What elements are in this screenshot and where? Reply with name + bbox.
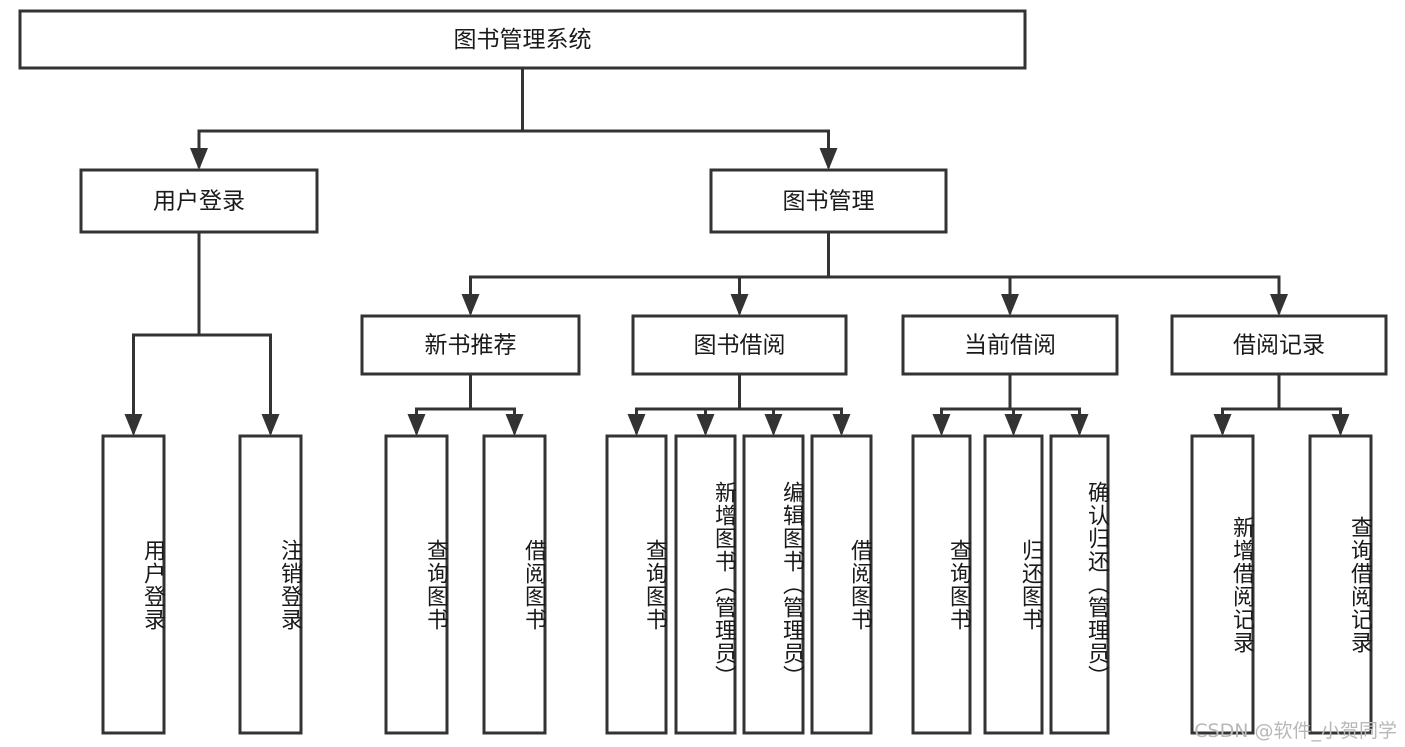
- node-新书推荐-box[interactable]: [360, 314, 581, 376]
- node-查询借阅记录-box[interactable]: [1308, 434, 1373, 735]
- node-用户登录-label: 用户登录: [153, 189, 245, 215]
- arrow-head-icon: [832, 414, 851, 436]
- node-编辑图书管理员-box[interactable]: [742, 434, 805, 735]
- node-归还图书-box[interactable]: [983, 434, 1044, 735]
- arrow-head-icon: [1001, 294, 1019, 316]
- csdn-watermark: CSDN @软件_小贺同学: [1194, 720, 1397, 742]
- arrow-head-icon: [407, 414, 426, 436]
- node-确认归还管理员-box[interactable]: [1049, 434, 1110, 735]
- node-图书管理系统-box[interactable]: [18, 9, 1027, 70]
- node-新增图书管理员-box[interactable]: [674, 434, 737, 735]
- node-借阅图书-box[interactable]: [482, 434, 547, 735]
- arrow-head-icon: [764, 414, 783, 436]
- arrow-head-icon: [1004, 414, 1023, 436]
- node-借阅图书-box[interactable]: [810, 434, 873, 735]
- arrow-head-icon: [261, 414, 280, 436]
- node-图书借阅-label: 图书借阅: [694, 333, 786, 359]
- arrow-head-icon: [190, 148, 208, 170]
- boxes-layer: [18, 9, 1388, 735]
- arrow-head-icon: [124, 414, 143, 436]
- arrow-head-icon: [696, 414, 715, 436]
- node-借阅记录-label: 借阅记录: [1233, 333, 1325, 359]
- arrow-head-icon: [1270, 294, 1288, 316]
- node-新增借阅记录-box[interactable]: [1190, 434, 1255, 735]
- arrow-head-icon: [730, 294, 749, 316]
- arrow-head-icon: [627, 414, 646, 436]
- arrow-head-icon: [505, 414, 524, 436]
- arrow-head-icon: [819, 148, 838, 170]
- edges-layer: [124, 66, 1350, 436]
- node-查询图书-box[interactable]: [384, 434, 449, 735]
- arrow-head-icon: [932, 414, 951, 436]
- node-用户登录-box[interactable]: [101, 434, 166, 735]
- node-当前借阅-box[interactable]: [901, 314, 1119, 376]
- node-借阅记录-box[interactable]: [1170, 314, 1388, 376]
- node-注销登录-box[interactable]: [238, 434, 303, 735]
- node-图书借阅-box[interactable]: [631, 314, 848, 376]
- arrow-head-icon: [1331, 414, 1350, 436]
- arrow-head-icon: [1070, 414, 1089, 436]
- arrow-head-icon: [1213, 414, 1232, 436]
- node-用户登录-box[interactable]: [79, 168, 319, 234]
- node-图书管理-box[interactable]: [709, 168, 948, 234]
- node-查询图书-box[interactable]: [911, 434, 972, 735]
- node-图书管理-label: 图书管理: [783, 189, 875, 215]
- arrow-head-icon: [461, 294, 480, 316]
- node-查询图书-box[interactable]: [605, 434, 668, 735]
- node-当前借阅-label: 当前借阅: [964, 333, 1056, 359]
- node-新书推荐-label: 新书推荐: [425, 333, 517, 359]
- node-图书管理系统-label: 图书管理系统: [454, 27, 592, 53]
